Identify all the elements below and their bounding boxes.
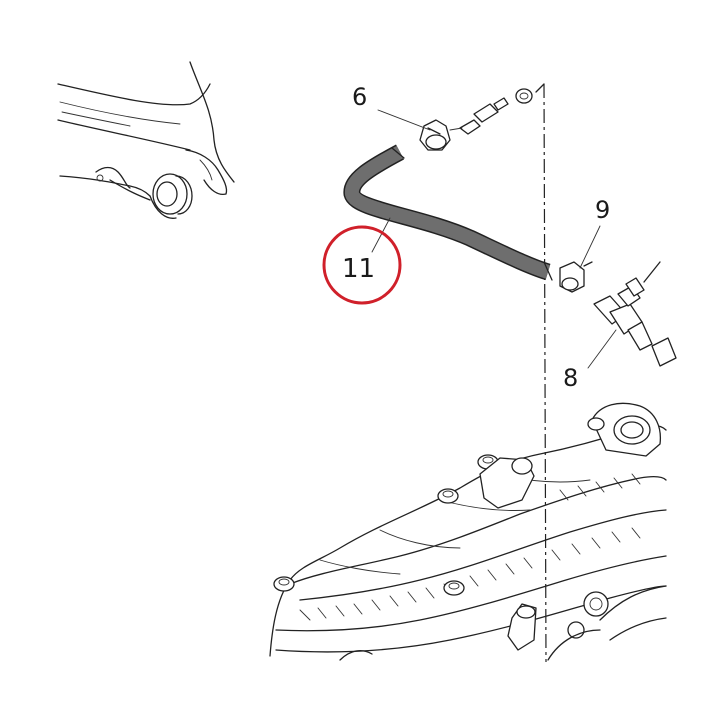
clamp-6 bbox=[419, 119, 451, 151]
head-bolt bbox=[443, 580, 465, 596]
clamp-9 bbox=[559, 261, 593, 293]
tee-joint-8 bbox=[593, 261, 677, 367]
callout-6: 6 bbox=[352, 83, 368, 111]
callout-8: 8 bbox=[563, 364, 579, 392]
leader-lines bbox=[371, 109, 617, 369]
head-bolt bbox=[273, 576, 295, 592]
highlight-ring bbox=[322, 225, 402, 305]
head-bolt bbox=[437, 488, 459, 504]
engine-cylinder-head bbox=[269, 402, 667, 661]
nipple-fitting bbox=[449, 97, 509, 135]
washer bbox=[515, 88, 533, 104]
alignment-centerline bbox=[535, 83, 547, 663]
frame-detail bbox=[57, 61, 235, 219]
hose-11 bbox=[343, 144, 553, 281]
callout-9: 9 bbox=[595, 196, 611, 224]
callout-11: 11 bbox=[342, 254, 376, 284]
